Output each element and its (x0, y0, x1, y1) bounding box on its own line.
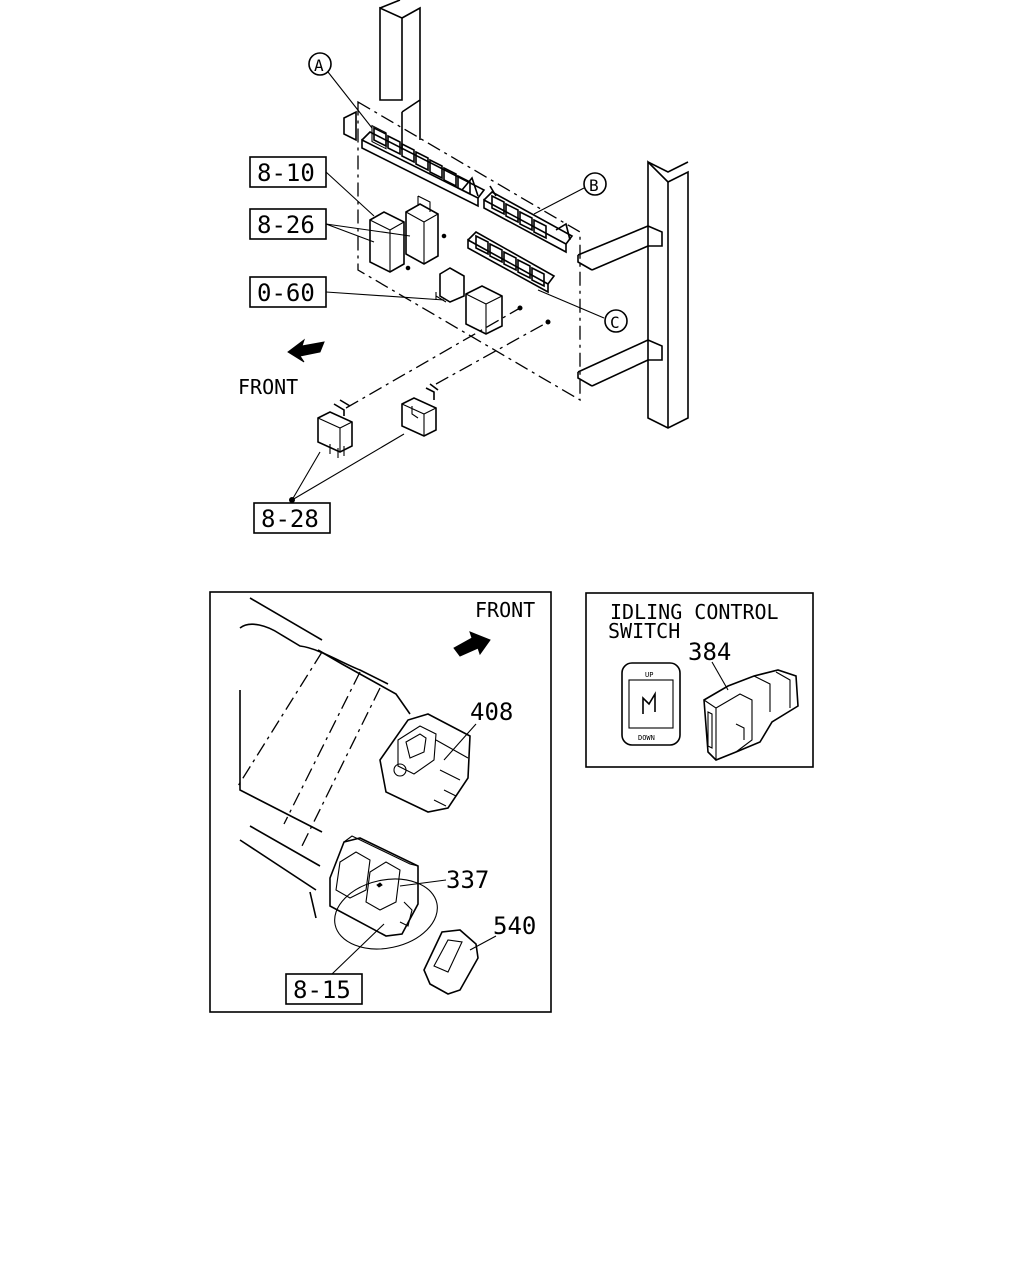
svg-text:A: A (314, 56, 324, 75)
callout-0-60[interactable]: 0-60 (249, 276, 327, 308)
idling-symbol-icon (642, 691, 656, 714)
callout-8-10[interactable]: 8-10 (249, 156, 327, 188)
dash-switch-inset: FRONT (209, 591, 552, 1013)
idling-control-inset: IDLING CONTROL SWITCH UP DOWN 384 (585, 592, 814, 768)
front-arrow-icon (287, 338, 325, 363)
relay-panel-assembly: FRONT A B C 8-10 8-26 (238, 0, 689, 534)
marker-a: A (308, 52, 332, 76)
callout-408[interactable]: 408 (470, 698, 513, 726)
svg-text:8-28: 8-28 (261, 505, 319, 533)
switch-384 (703, 669, 799, 761)
relay-row-c (467, 231, 556, 294)
idling-title-line2: SWITCH (608, 619, 680, 643)
marker-c: C (604, 309, 628, 333)
svg-text:0-60: 0-60 (257, 279, 315, 307)
relay-row-b (483, 185, 574, 254)
switch-up-label: UP (645, 671, 653, 679)
fuse-0-60 (465, 285, 503, 335)
idling-switch-face: UP DOWN (621, 662, 681, 746)
switch-408 (379, 713, 471, 813)
callout-540[interactable]: 540 (493, 912, 536, 940)
right-frame-member (577, 160, 689, 429)
svg-text:8-26: 8-26 (257, 211, 315, 239)
marker-b: B (583, 172, 607, 196)
relay-8-26 (405, 203, 439, 265)
front-label-inset: FRONT (475, 598, 535, 622)
relay-8-10 (369, 211, 405, 273)
idling-title-line1: IDLING CONTROL (610, 600, 779, 624)
callout-384[interactable]: 384 (688, 638, 731, 666)
switch-down-label: DOWN (638, 734, 655, 742)
svg-text:B: B (589, 176, 599, 195)
svg-text:8-10: 8-10 (257, 159, 315, 187)
callout-8-15[interactable]: 8-15 (285, 973, 363, 1005)
callout-8-28[interactable]: 8-28 (253, 502, 331, 534)
switch-cover-540 (423, 929, 479, 995)
switch-337 (329, 835, 438, 950)
front-arrow-inset-icon (453, 631, 491, 657)
relays-8-28 (317, 307, 549, 458)
relay-row-a (361, 124, 486, 208)
relay-board-outline (357, 100, 581, 402)
svg-text:C: C (610, 313, 620, 332)
callout-8-26[interactable]: 8-26 (249, 208, 327, 240)
front-label: FRONT (238, 375, 298, 399)
svg-text:8-15: 8-15 (293, 976, 351, 1004)
left-frame-member (379, 0, 421, 150)
callout-337[interactable]: 337 (446, 866, 489, 894)
